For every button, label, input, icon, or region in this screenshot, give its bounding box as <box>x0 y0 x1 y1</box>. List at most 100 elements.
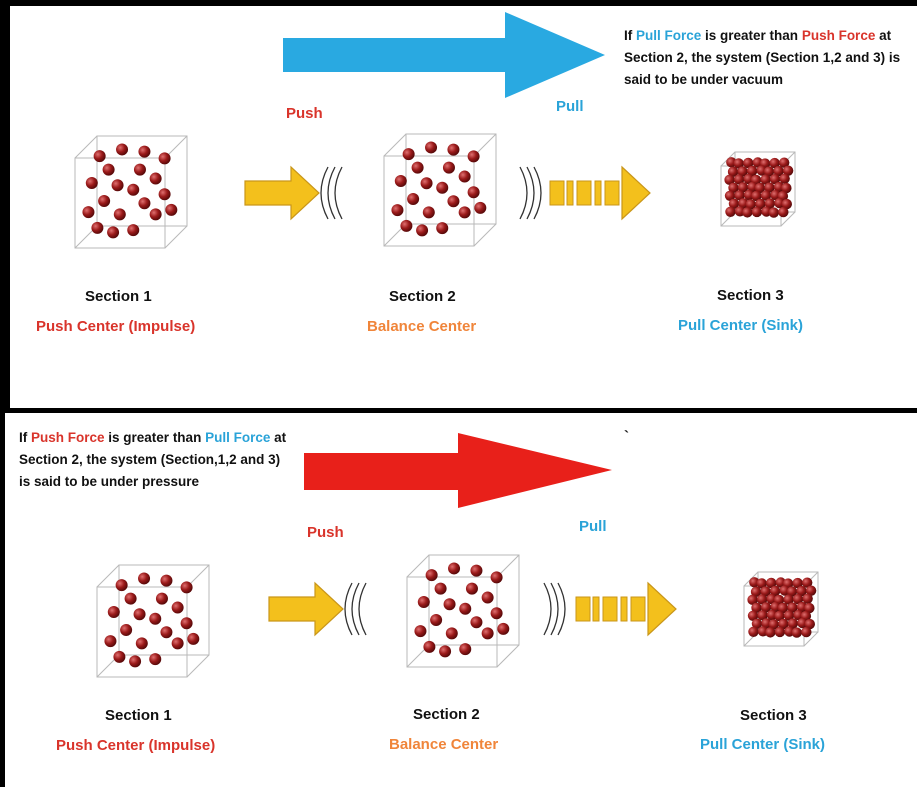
particle <box>107 606 120 619</box>
particle <box>160 574 173 587</box>
particle <box>124 592 137 605</box>
note-segment: If <box>624 28 636 43</box>
particle <box>82 206 95 219</box>
particle-cube-section-2 <box>406 554 520 668</box>
particle <box>459 643 472 656</box>
particle-cube-section-2 <box>383 133 497 247</box>
particle <box>391 204 404 217</box>
panel-2-note: If Push Force is greater than Pull Force… <box>19 427 289 493</box>
particle <box>113 650 126 663</box>
particle <box>422 206 435 219</box>
particle <box>180 581 193 594</box>
stray-mark: ` <box>624 428 629 445</box>
particle <box>792 593 804 605</box>
particle <box>804 602 815 614</box>
particle <box>458 206 471 219</box>
particle <box>756 594 768 605</box>
pull-arrow <box>647 581 677 637</box>
particle <box>778 157 790 168</box>
section-2-subtitle: Balance Center <box>389 736 499 753</box>
particle <box>787 602 798 613</box>
particle <box>783 594 794 605</box>
frame-divider <box>0 408 917 413</box>
particle <box>430 613 443 626</box>
flow-arrows <box>268 581 677 637</box>
particle <box>745 199 757 210</box>
particle <box>116 143 129 156</box>
particle <box>786 586 798 597</box>
frame-left-border <box>0 0 10 411</box>
particle <box>417 596 430 609</box>
particle <box>149 612 162 625</box>
flow-arrows <box>244 165 651 221</box>
particle <box>425 141 438 154</box>
particle <box>754 182 766 194</box>
particle <box>93 150 106 163</box>
note-segment: Pull Force <box>205 430 271 445</box>
particle <box>766 577 777 589</box>
particle <box>725 206 736 217</box>
note-segment: is greater than <box>104 430 206 445</box>
particle <box>760 174 771 185</box>
particle <box>774 626 786 638</box>
particle <box>791 627 802 638</box>
particle <box>138 572 151 585</box>
particle <box>781 198 792 210</box>
particle <box>115 579 128 592</box>
particle <box>400 219 413 232</box>
big-arrow-pull <box>283 12 605 98</box>
particle <box>760 602 772 613</box>
particle <box>728 198 740 209</box>
particle <box>778 206 789 218</box>
particle <box>416 224 429 237</box>
particle <box>414 625 427 638</box>
particle <box>425 569 438 582</box>
note-segment: at Section 2, the system (Section 1,2 an… <box>624 28 901 87</box>
particle <box>792 577 803 589</box>
section-3-subtitle: Pull Center (Sink) <box>678 317 804 334</box>
particle <box>769 173 781 185</box>
push-label: Push <box>307 524 344 541</box>
particle <box>149 172 162 185</box>
particle <box>724 174 735 186</box>
particle <box>769 585 781 597</box>
particle <box>777 602 789 614</box>
particle <box>443 598 456 611</box>
particle <box>465 582 478 595</box>
particle <box>149 208 162 221</box>
particle <box>724 190 736 202</box>
particle <box>756 578 767 589</box>
push-arrow <box>244 165 320 221</box>
note-segment: Push Force <box>31 430 105 445</box>
particle <box>801 626 812 638</box>
particle <box>751 206 763 218</box>
particle <box>102 163 115 176</box>
push-label: Push <box>286 105 323 122</box>
note-segment: is greater than <box>701 28 802 43</box>
particle <box>436 222 449 235</box>
note-segment: Push Force <box>801 28 876 43</box>
particle <box>497 622 510 635</box>
particle <box>796 585 807 597</box>
particle <box>751 190 762 202</box>
particle <box>104 635 117 648</box>
pull-label: Pull <box>579 518 607 535</box>
particle-cube-section-1 <box>96 564 210 678</box>
particle <box>111 179 124 192</box>
particle <box>402 148 415 161</box>
particle <box>120 623 133 636</box>
particle <box>133 608 146 621</box>
particle <box>458 170 471 183</box>
particle <box>91 221 104 234</box>
pull-arrow <box>621 165 651 221</box>
particle <box>801 577 813 588</box>
particle <box>733 174 745 185</box>
particle <box>781 182 792 194</box>
particle <box>746 165 758 177</box>
particle <box>782 165 794 176</box>
particle <box>748 626 759 637</box>
particle <box>733 158 744 169</box>
section-1-subtitle: Push Center (Impulse) <box>56 737 216 754</box>
particle <box>447 195 460 208</box>
